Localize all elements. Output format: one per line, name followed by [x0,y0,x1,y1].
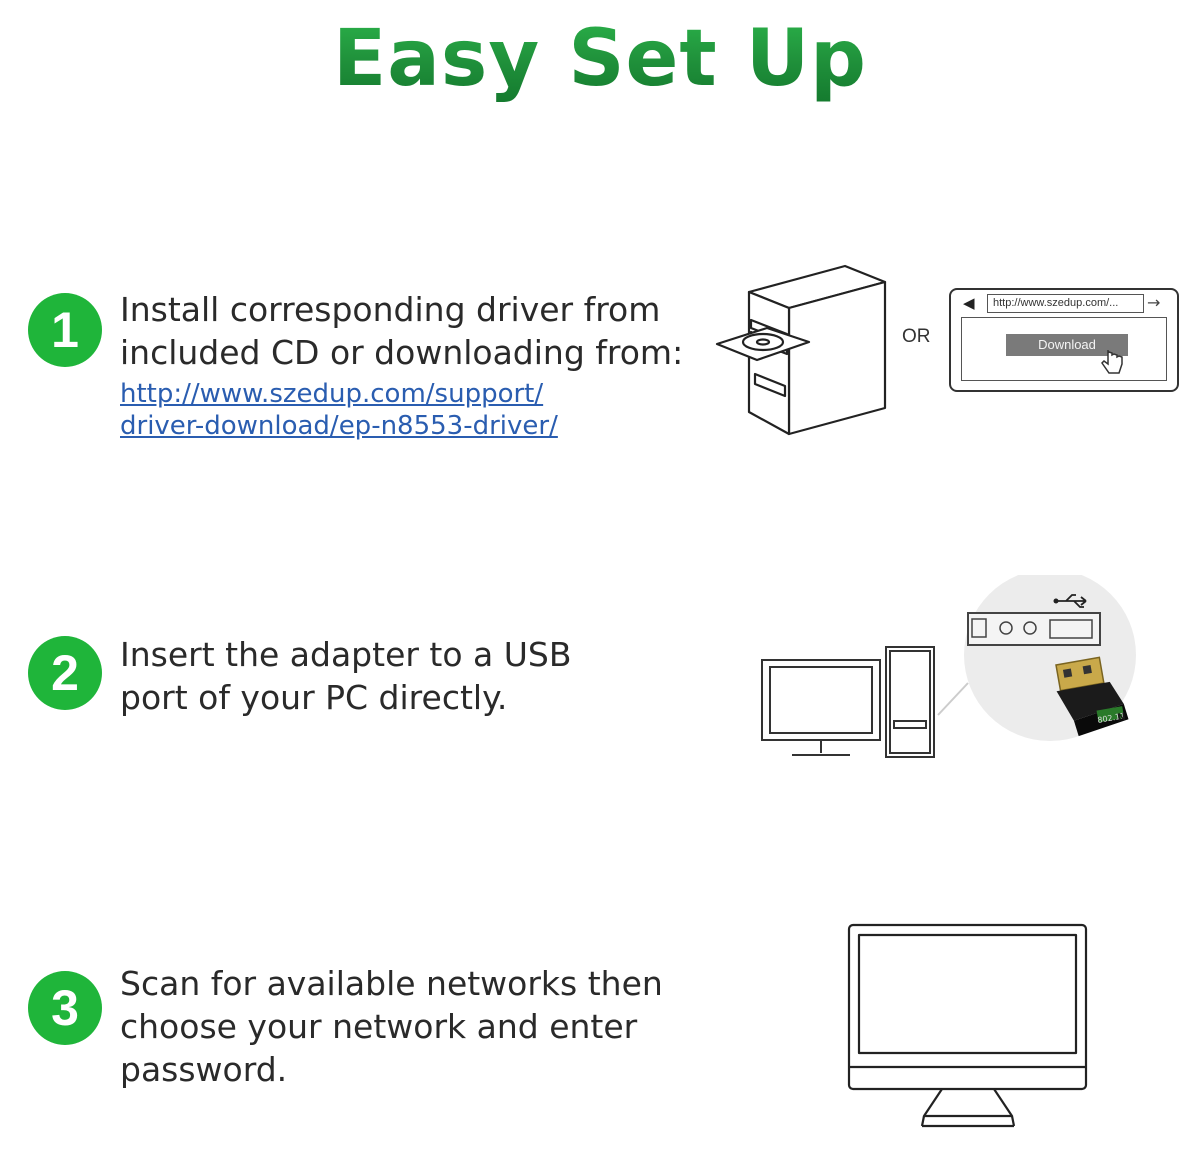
pc-tower-cd-icon [715,264,887,436]
step-number-badge: 2 [28,636,102,710]
step-number-badge: 3 [28,971,102,1045]
browser-content: Download [961,317,1167,381]
step-text-line: included CD or downloading from: [120,333,684,372]
download-button[interactable]: Download [1006,334,1128,356]
step-text-line: port of your PC directly. [120,678,508,717]
step-3-text: Scan for available networks then choose … [120,962,710,1091]
link-line: driver-download/ep-n8553-driver/ [120,411,558,441]
step-1-text: Install corresponding driver from includ… [120,288,710,442]
browser-window-illustration: ◀ http://www.szedup.com/... → Download [949,288,1179,392]
link-line: http://www.szedup.com/support/ [120,379,544,409]
step-2-text: Insert the adapter to a USB port of your… [120,633,710,719]
browser-url-bar: http://www.szedup.com/... [987,294,1144,313]
adapter-badge: N [1117,712,1127,724]
page-title: Easy Set Up [0,14,1200,104]
step-text-line: Insert the adapter to a USB [120,635,572,674]
hand-cursor-icon [1101,350,1123,374]
driver-download-link[interactable]: http://www.szedup.com/support/ driver-do… [120,378,710,442]
forward-arrow-icon: → [1147,293,1161,312]
step-text-line: Scan for available networks then [120,964,663,1003]
back-arrow-icon: ◀ [963,294,975,312]
or-label: OR [902,326,931,347]
step-number-badge: 1 [28,293,102,367]
monitor-icon [847,923,1088,1128]
pc-usb-adapter-icon: 802.11 N [761,575,1136,758]
step-text-line: Install corresponding driver from [120,290,661,329]
step-text-line: choose your network and enter [120,1007,638,1046]
step-text-line: password. [120,1050,288,1089]
